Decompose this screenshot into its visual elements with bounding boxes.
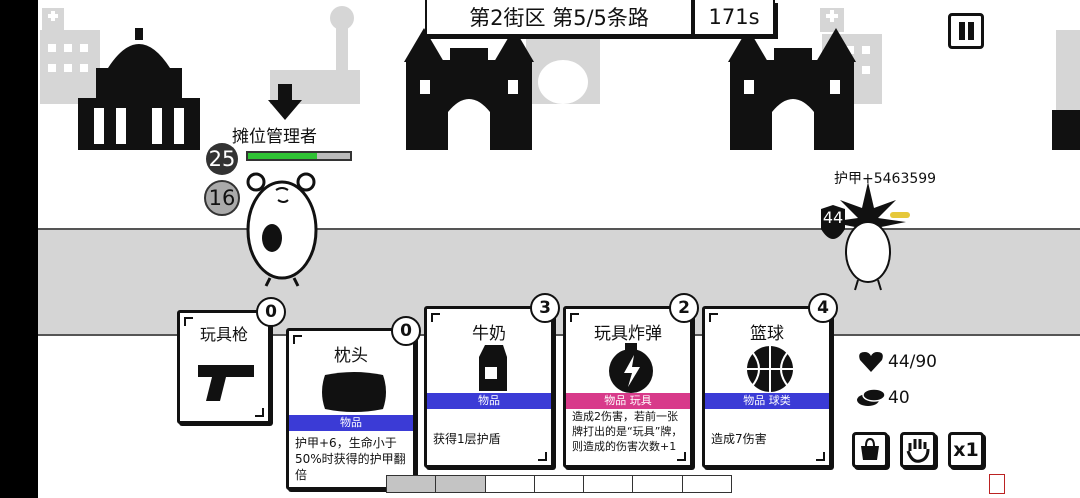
app-logo-icon	[989, 474, 1005, 494]
enemy-name: 摊位管理者	[232, 127, 317, 147]
player-coins: 40	[888, 388, 910, 408]
pillow-icon	[322, 372, 386, 412]
progress-segment	[387, 476, 437, 492]
card-cost: 4	[808, 293, 838, 323]
pistol-icon	[198, 365, 254, 401]
enemy-attack-value: 25	[208, 147, 236, 171]
card-corner	[293, 335, 302, 344]
progress-segment	[535, 476, 585, 492]
card-description: 造成2伤害，若前一张牌打出的是“玩具”牌，则造成的伤害次数+1	[572, 410, 683, 453]
bomb-icon	[609, 343, 653, 393]
card-cost: 3	[530, 293, 560, 323]
card-tag: 物品 玩具	[566, 393, 690, 409]
pause-button[interactable]	[948, 13, 984, 49]
card-cost: 0	[256, 297, 286, 327]
progress-segment	[633, 476, 683, 492]
enemy-defense-badge: 16	[204, 180, 240, 216]
card-title: 玩具炸弹	[594, 324, 662, 344]
screen-edge	[0, 0, 38, 498]
enemy-attack-badge: 25	[206, 143, 238, 175]
card-tag: 物品	[427, 393, 551, 409]
card-corner	[677, 452, 686, 461]
player-character[interactable]	[816, 182, 916, 294]
progress-segment	[486, 476, 535, 492]
card-tag: 物品	[289, 415, 413, 431]
speed-label: x1	[953, 439, 979, 461]
card-description: 获得1层护盾	[433, 432, 501, 446]
city-backdrop	[40, 6, 1080, 150]
enemy-defense-value: 16	[208, 186, 236, 210]
progress-segment	[584, 476, 634, 492]
card-corner	[255, 408, 264, 417]
player-shield-value: 44	[822, 208, 844, 227]
card-title: 枕头	[334, 346, 368, 366]
card-toy-bomb[interactable]: 玩具炸弹 物品 玩具 造成2伤害，若前一张牌打出的是“玩具”牌，则造成的伤害次数…	[563, 306, 693, 468]
card-cost: 0	[391, 316, 421, 346]
enemy-hp-bar	[246, 151, 352, 161]
player-armor-text: 护甲+5463599	[834, 171, 937, 187]
card-title: 玩具枪	[200, 325, 249, 344]
progress-segment	[436, 476, 486, 492]
stage-progress	[386, 475, 732, 493]
card-corner	[709, 313, 718, 322]
card-milk[interactable]: 牛奶 物品 获得1层护盾	[424, 306, 554, 468]
card-cost: 2	[669, 293, 699, 323]
hand-icon	[906, 439, 930, 463]
coins-icon	[857, 388, 886, 406]
card-corner	[570, 313, 579, 322]
basketball-icon	[747, 346, 793, 392]
enemy-hp-fill	[248, 153, 318, 159]
card-title: 篮球	[750, 324, 784, 344]
heart-icon	[859, 352, 883, 372]
card-tag: 物品 球类	[705, 393, 829, 409]
card-corner	[431, 313, 440, 322]
bag-button[interactable]	[852, 432, 888, 468]
turn-timer: 171s	[693, 0, 775, 36]
card-toy-gun[interactable]: 玩具枪	[177, 310, 271, 424]
card-corner	[184, 317, 193, 326]
card-pillow[interactable]: 枕头 物品 护甲+6，生命小于50%时获得的护甲翻倍	[286, 328, 416, 490]
hand-button[interactable]	[900, 432, 936, 468]
card-corner	[816, 452, 825, 461]
speed-button[interactable]: x1	[948, 432, 984, 468]
card-title: 牛奶	[472, 324, 506, 344]
player-hp: 44/90	[888, 352, 937, 372]
card-description: 护甲+6，生命小于50%时获得的护甲翻倍	[295, 436, 406, 482]
bag-icon	[861, 438, 879, 460]
progress-segment	[683, 476, 731, 492]
card-description: 造成7伤害	[711, 432, 767, 446]
player-shield-icon	[821, 205, 845, 239]
enemy-character[interactable]	[240, 160, 320, 288]
card-basketball[interactable]: 篮球 物品 球类 造成7伤害	[702, 306, 832, 468]
district-label: 第2街区 第5/5条路	[425, 0, 693, 36]
milk-carton-icon	[479, 345, 507, 391]
card-corner	[538, 452, 547, 461]
